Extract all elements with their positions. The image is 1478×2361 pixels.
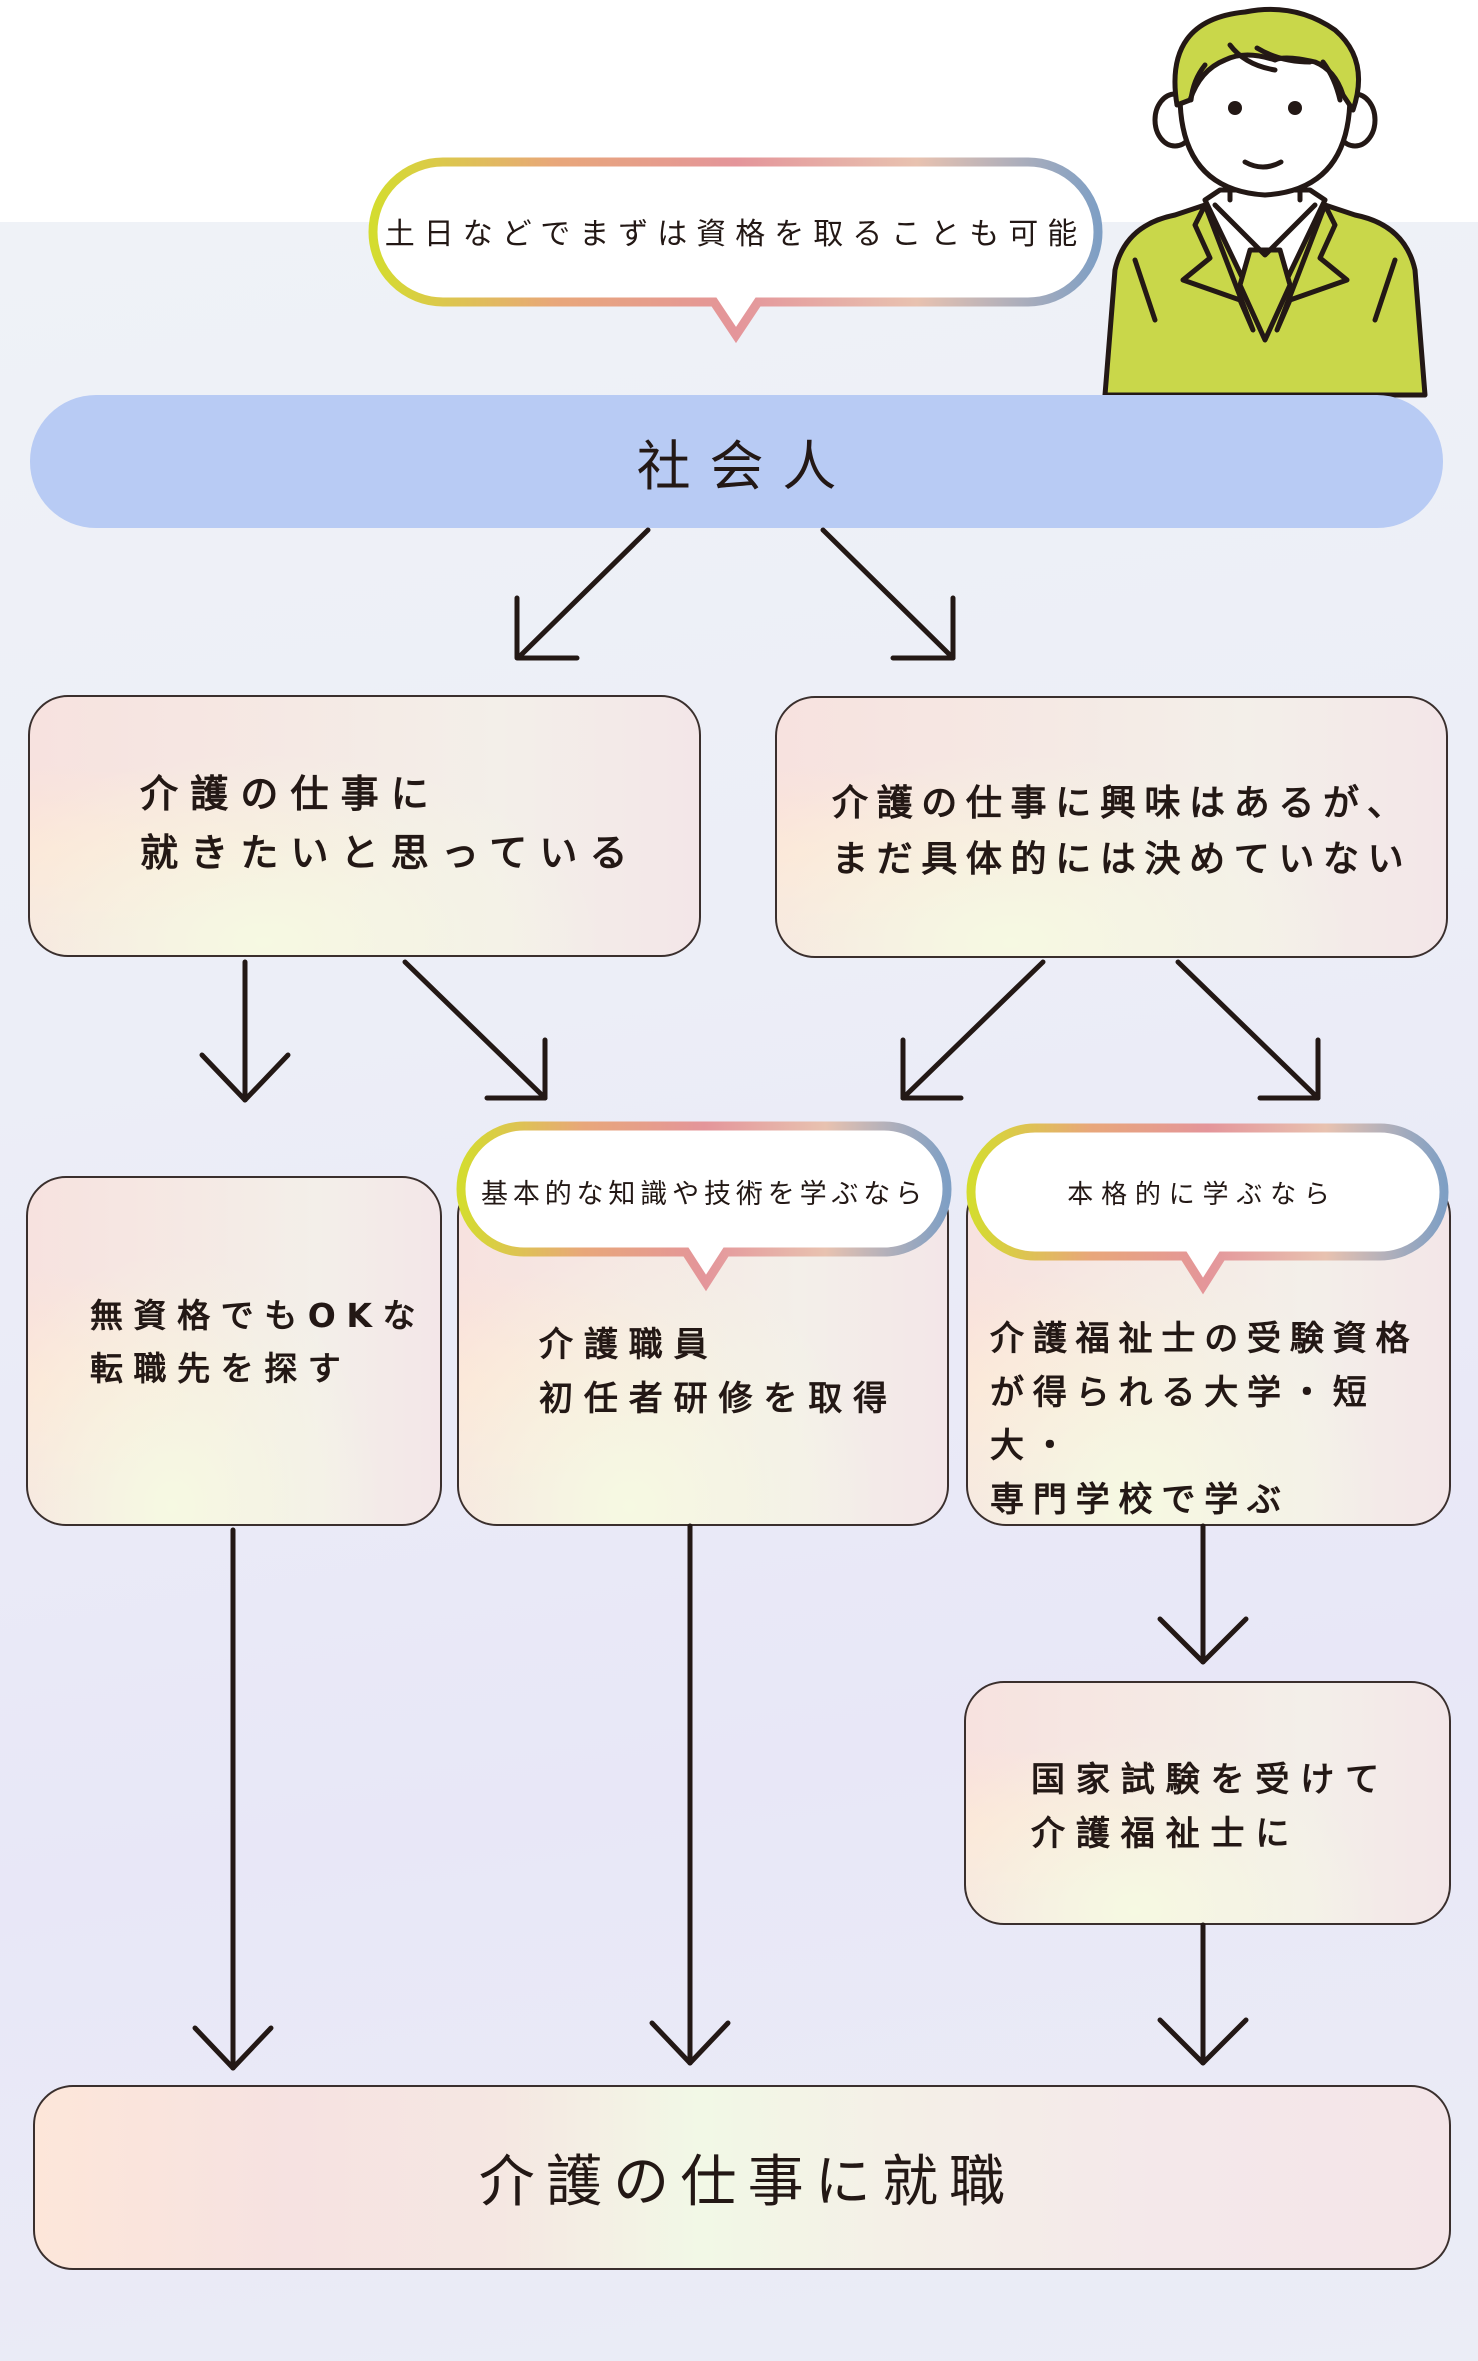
branch-want-job-text: 介護の仕事に 就きたいと思っている: [140, 772, 640, 875]
path-school-text: 介護福祉士の受験資格 が得られる大学・短大・ 専門学校で学ぶ: [990, 1319, 1419, 1521]
speech-bubble-serious-outline: [966, 1123, 1449, 1295]
end-node-label: 介護の仕事に就職: [478, 2150, 1017, 2215]
businessman-icon: [1102, 6, 1428, 398]
speech-bubble-top: 土日などでまずは資格を取ることも可能: [368, 157, 1103, 344]
path-national-exam: 国家試験を受けて 介護福祉士に: [964, 1681, 1451, 1925]
speech-bubble-outline: [368, 157, 1103, 344]
path-no-qualification: 無資格でもOKな 転職先を探す: [26, 1176, 442, 1526]
speech-bubble-basic-outline: [456, 1121, 952, 1292]
branch-interested: 介護の仕事に興味はあるが、 まだ具体的には決めていない: [775, 696, 1448, 958]
branch-want-job: 介護の仕事に 就きたいと思っている: [28, 695, 701, 957]
path-initial-training-text: 介護職員 初任者研修を取得: [539, 1325, 899, 1420]
path-national-exam-text: 国家試験を受けて 介護福祉士に: [1031, 1760, 1391, 1855]
speech-bubble-basic-text: 基本的な知識や技術を学ぶなら: [480, 1179, 928, 1210]
speech-bubble-basic: 基本的な知識や技術を学ぶなら: [454, 1120, 954, 1300]
path-no-qualification-text: 無資格でもOKな 転職先を探す: [90, 1296, 427, 1388]
end-node: 介護の仕事に就職: [33, 2085, 1451, 2270]
start-node-label: 社会人: [636, 435, 856, 498]
start-node: 社会人: [30, 395, 1443, 528]
speech-bubble-serious-text: 本格的に学ぶなら: [1067, 1180, 1338, 1210]
speech-bubble-top-text: 土日などでまずは資格を取ることも可能: [384, 217, 1087, 252]
speech-bubble-serious: 本格的に学ぶなら: [960, 1122, 1455, 1302]
branch-interested-text: 介護の仕事に興味はあるが、 まだ具体的には決めていない: [832, 783, 1413, 880]
